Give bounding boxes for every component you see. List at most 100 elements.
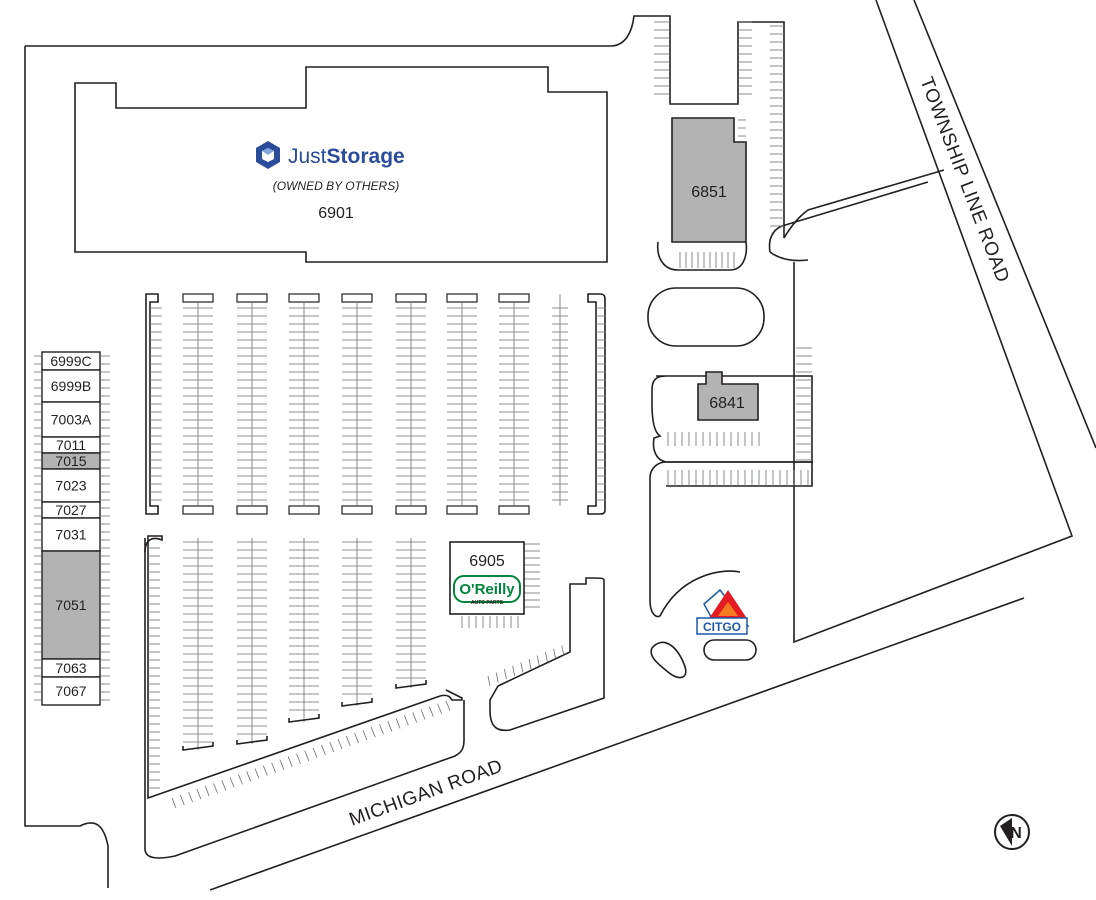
parking-stall-line bbox=[428, 706, 434, 717]
road-label-township: TOWNSHIP LINE ROAD bbox=[915, 74, 1013, 285]
strip-unit-label: 7003A bbox=[51, 412, 92, 428]
landscape-island bbox=[647, 287, 765, 347]
strip-unit-7051: 7051 bbox=[41, 550, 101, 660]
oreilly-brand: O'Reilly bbox=[459, 581, 515, 598]
parking-stall-line bbox=[238, 774, 243, 785]
parking-stall-line bbox=[345, 735, 351, 747]
building-6851-shape bbox=[671, 117, 747, 243]
parking-stall-line bbox=[362, 730, 368, 741]
parking-stall-line bbox=[504, 669, 507, 680]
brand-second: Storage bbox=[327, 145, 405, 168]
north-arrow-icon: N bbox=[994, 814, 1030, 850]
parking-island-cap bbox=[288, 505, 320, 515]
parking-island-cap bbox=[446, 505, 478, 515]
citgo-island bbox=[703, 639, 757, 661]
parking-island-cap bbox=[182, 742, 214, 751]
parking-island-cap bbox=[498, 293, 530, 303]
lot-south-edge bbox=[144, 538, 465, 859]
parking-stall-line bbox=[262, 765, 268, 776]
parking-stall-line bbox=[179, 794, 185, 806]
parking-island-cap bbox=[182, 505, 214, 515]
parking-island-cap bbox=[395, 293, 427, 303]
parking-stall-line bbox=[246, 771, 252, 782]
building-number-6841: 6841 bbox=[709, 395, 745, 412]
main-building-6901: JustStorage (OWNED BY OTHERS) 6901 bbox=[74, 66, 608, 263]
parking-island-cap bbox=[182, 293, 214, 303]
north-drive-return bbox=[769, 251, 809, 262]
parking-stall-line bbox=[420, 709, 426, 720]
strip-unit-box bbox=[41, 401, 101, 438]
pad-6841 bbox=[651, 375, 813, 463]
parking-stall-line bbox=[329, 741, 335, 753]
strip-unit-7023: 7023 bbox=[41, 468, 101, 503]
lot-sw-island bbox=[144, 535, 463, 800]
building-6841: 6841 bbox=[697, 371, 759, 421]
parking-island-cap bbox=[288, 293, 320, 303]
strip-unit-6999B: 6999B bbox=[41, 369, 101, 403]
parking-island-cap bbox=[498, 505, 530, 515]
parking-stall-line bbox=[495, 672, 499, 683]
strip-unit-label: 7031 bbox=[55, 527, 86, 543]
strip-unit-label: 6999C bbox=[50, 353, 91, 369]
east-drive-edge bbox=[649, 478, 661, 618]
parking-island-cap bbox=[395, 505, 427, 515]
parking-stall-line bbox=[287, 756, 293, 767]
parking-stall-line bbox=[204, 786, 210, 797]
building-6851: 6851 bbox=[671, 117, 747, 243]
brand-first: Just bbox=[288, 145, 327, 168]
parking-stall-line bbox=[561, 645, 565, 656]
strip-unit-label: 7015 bbox=[55, 453, 86, 469]
parking-stall-line bbox=[171, 797, 177, 809]
parking-stall-line bbox=[528, 658, 532, 670]
parking-island-cap bbox=[395, 680, 427, 689]
strip-unit-6999C: 6999C bbox=[41, 351, 101, 371]
parking-island-cap bbox=[341, 505, 373, 515]
michigan-road-edge bbox=[209, 597, 1025, 891]
owner-note: (OWNED BY OTHERS) bbox=[273, 179, 399, 193]
building-6841-shape bbox=[697, 371, 759, 421]
building-6905: 6905 O'Reilly AUTO PARTS bbox=[449, 541, 525, 615]
parking-stall-line bbox=[188, 791, 193, 803]
parking-stall-line bbox=[404, 715, 409, 726]
cube-logo-icon bbox=[256, 141, 280, 169]
parking-stall-line bbox=[545, 652, 548, 663]
strip-unit-7063: 7063 bbox=[41, 658, 101, 678]
parking-stall-line bbox=[321, 744, 326, 756]
strip-unit-box bbox=[41, 468, 101, 503]
strip-unit-box bbox=[41, 550, 101, 660]
parking-stall-line bbox=[412, 712, 418, 723]
strip-unit-7031: 7031 bbox=[41, 517, 101, 552]
parking-stall-line bbox=[395, 718, 401, 729]
citgo-curve bbox=[659, 570, 741, 617]
strip-unit-box bbox=[41, 676, 101, 706]
strip-unit-7027: 7027 bbox=[41, 501, 101, 519]
strip-unit-box bbox=[41, 517, 101, 552]
parking-stall-line bbox=[536, 655, 540, 666]
strip-unit-label: 6999B bbox=[51, 378, 91, 394]
building-number-6905: 6905 bbox=[469, 553, 505, 570]
citgo-trimark-icon bbox=[703, 588, 750, 627]
parking-stall-line bbox=[553, 648, 556, 659]
strip-center: 6999C6999B7003A7011701570237027703170517… bbox=[34, 351, 110, 706]
parking-stall-line bbox=[229, 777, 235, 788]
strip-unit-label: 7023 bbox=[55, 478, 86, 494]
main-building-outline bbox=[74, 66, 608, 263]
township-road-edge bbox=[913, 0, 1096, 449]
parking-stalls bbox=[145, 21, 812, 809]
parking-stall-line bbox=[379, 724, 384, 735]
strip-unit-7067: 7067 bbox=[41, 676, 101, 706]
parking-curb-east bbox=[587, 293, 606, 515]
brand-name: JustStorage bbox=[288, 145, 405, 168]
citgo-island-west bbox=[650, 641, 687, 679]
north-arrow-letter: N bbox=[1010, 825, 1022, 842]
strip-unit-7011: 7011 bbox=[41, 436, 101, 454]
parking-stall-line bbox=[296, 753, 301, 764]
east-boundary bbox=[793, 0, 1074, 644]
strip-unit-7003A: 7003A bbox=[41, 401, 101, 438]
parking-island-cap bbox=[236, 505, 268, 515]
parking-stall-line bbox=[196, 789, 202, 800]
north-drive-curb-inner bbox=[768, 181, 929, 253]
parking-stall-line bbox=[221, 780, 227, 791]
citgo-wordmark-box bbox=[696, 617, 748, 635]
